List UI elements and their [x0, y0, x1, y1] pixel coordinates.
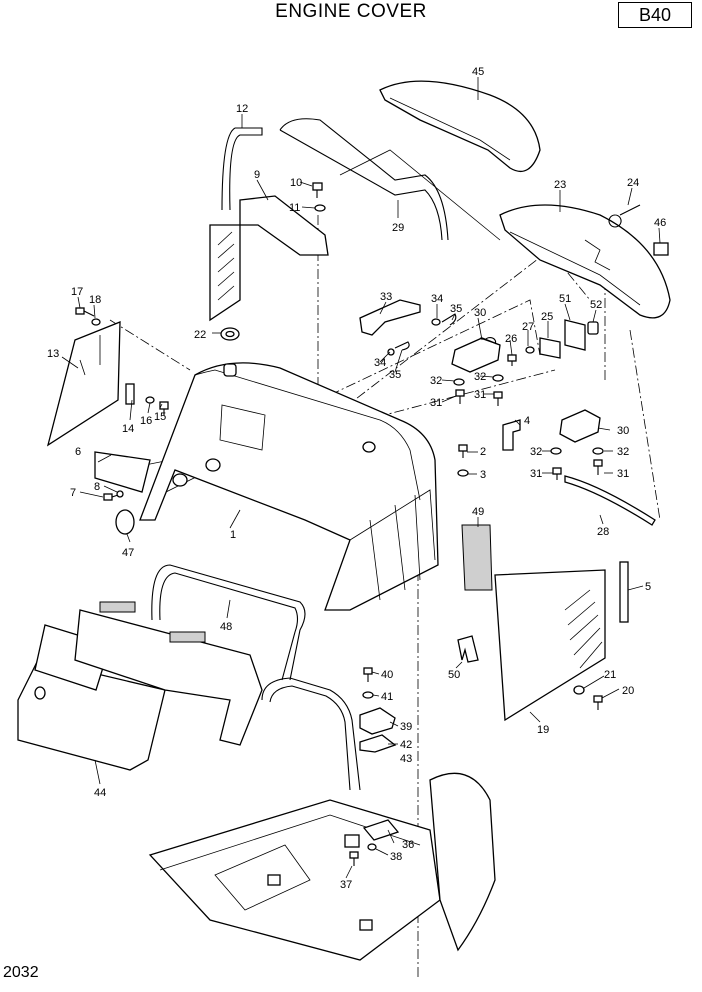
part-25-lock [539, 337, 561, 359]
callout-1: 1 [230, 529, 236, 541]
callout-32a: 32 [430, 375, 442, 387]
callout-43: 43 [400, 753, 412, 765]
diagram-title: ENGINE COVER [275, 1, 427, 22]
part-4-bend [502, 419, 521, 451]
callout-6: 6 [75, 446, 81, 458]
callout-10: 10 [290, 177, 302, 189]
part-47-cap [115, 509, 135, 535]
callout-8: 8 [94, 481, 100, 493]
callout-21: 21 [604, 669, 616, 681]
callout-37: 37 [340, 879, 352, 891]
callout-30a: 30 [474, 307, 486, 319]
callout-16: 16 [140, 415, 152, 427]
callout-32c: 32 [530, 446, 542, 458]
callout-17: 17 [71, 286, 83, 298]
part-28-strip [564, 475, 656, 526]
callout-41: 41 [381, 691, 393, 703]
part-9-panel [209, 195, 329, 322]
part-36-plate [362, 819, 400, 841]
callout-7: 7 [70, 487, 76, 499]
callout-51: 51 [559, 293, 571, 305]
callout-9: 9 [254, 169, 260, 181]
callout-27: 27 [522, 321, 534, 333]
fasteners [75, 182, 604, 866]
callout-34b: 34 [374, 357, 386, 369]
callout-labels: 45 12 9 10 11 29 23 24 46 17 18 13 22 33… [47, 66, 666, 891]
part-19-side-panel [494, 569, 606, 722]
page-number: 2032 [3, 964, 39, 981]
part-13-plate [46, 321, 121, 447]
callout-20: 20 [622, 685, 634, 697]
part-42-bracket [359, 734, 397, 753]
callout-31d: 31 [617, 468, 629, 480]
part-23-rear-cover [499, 204, 671, 319]
callout-49: 49 [472, 506, 484, 518]
part-5-seal-strip [619, 561, 629, 623]
group-code-box: B40 [618, 2, 692, 28]
part-30-hinge-lower [559, 409, 601, 443]
part-29-seal [279, 118, 449, 241]
callout-35a: 35 [450, 303, 462, 315]
part-52-bumper [587, 321, 599, 335]
part-33-bracket [359, 299, 421, 336]
part-51-latch [564, 319, 586, 351]
callout-46: 46 [654, 217, 666, 229]
callout-30b: 30 [617, 425, 629, 437]
callout-4: 4 [524, 415, 530, 427]
callout-14: 14 [122, 423, 134, 435]
part-39-bracket [359, 707, 396, 735]
callout-48: 48 [220, 621, 232, 633]
callout-52: 52 [590, 299, 602, 311]
callout-39: 39 [400, 721, 412, 733]
callout-13: 13 [47, 348, 59, 360]
callout-12: 12 [236, 103, 248, 115]
callout-38: 38 [390, 851, 402, 863]
callout-11: 11 [289, 202, 300, 214]
callout-23: 23 [554, 179, 566, 191]
part-46-clip [653, 242, 669, 256]
part-1-engine-hood [139, 362, 439, 611]
callout-5: 5 [645, 581, 651, 593]
callout-45: 45 [472, 66, 484, 78]
callout-34a: 34 [431, 293, 443, 305]
part-frame-base [148, 799, 441, 961]
callout-36: 36 [402, 839, 414, 851]
callout-40: 40 [381, 669, 393, 681]
callout-31c: 31 [530, 468, 542, 480]
callout-44: 44 [94, 787, 106, 799]
part-49-pad [461, 524, 493, 591]
part-50-clamp [457, 635, 479, 663]
callout-3: 3 [480, 469, 486, 481]
part-30-hinge-upper [451, 337, 501, 373]
callout-26: 26 [505, 333, 517, 345]
callout-24: 24 [627, 177, 639, 189]
callout-18: 18 [89, 294, 101, 306]
callout-22: 22 [194, 329, 206, 341]
callout-31b: 31 [474, 389, 486, 401]
callout-29: 29 [392, 222, 404, 234]
callout-32d: 32 [617, 446, 629, 458]
callout-50: 50 [448, 669, 460, 681]
callout-31a: 31 [430, 397, 442, 409]
callout-32b: 32 [474, 371, 486, 383]
part-48-seal [151, 564, 306, 681]
callout-35b: 35 [389, 369, 401, 381]
part-45-top-cover [379, 80, 541, 173]
callout-47: 47 [122, 547, 134, 559]
callout-28: 28 [597, 526, 609, 538]
callout-15: 15 [154, 411, 166, 423]
leader-lines [61, 77, 661, 879]
callout-33: 33 [380, 291, 392, 303]
callout-25: 25 [541, 311, 553, 323]
callout-2: 2 [480, 446, 486, 458]
callout-42: 42 [400, 739, 412, 751]
part-12-seal [221, 127, 263, 211]
part-6-plate [94, 451, 151, 493]
callout-19: 19 [537, 724, 549, 736]
part-24-key [608, 204, 641, 228]
part-frame [261, 677, 361, 791]
